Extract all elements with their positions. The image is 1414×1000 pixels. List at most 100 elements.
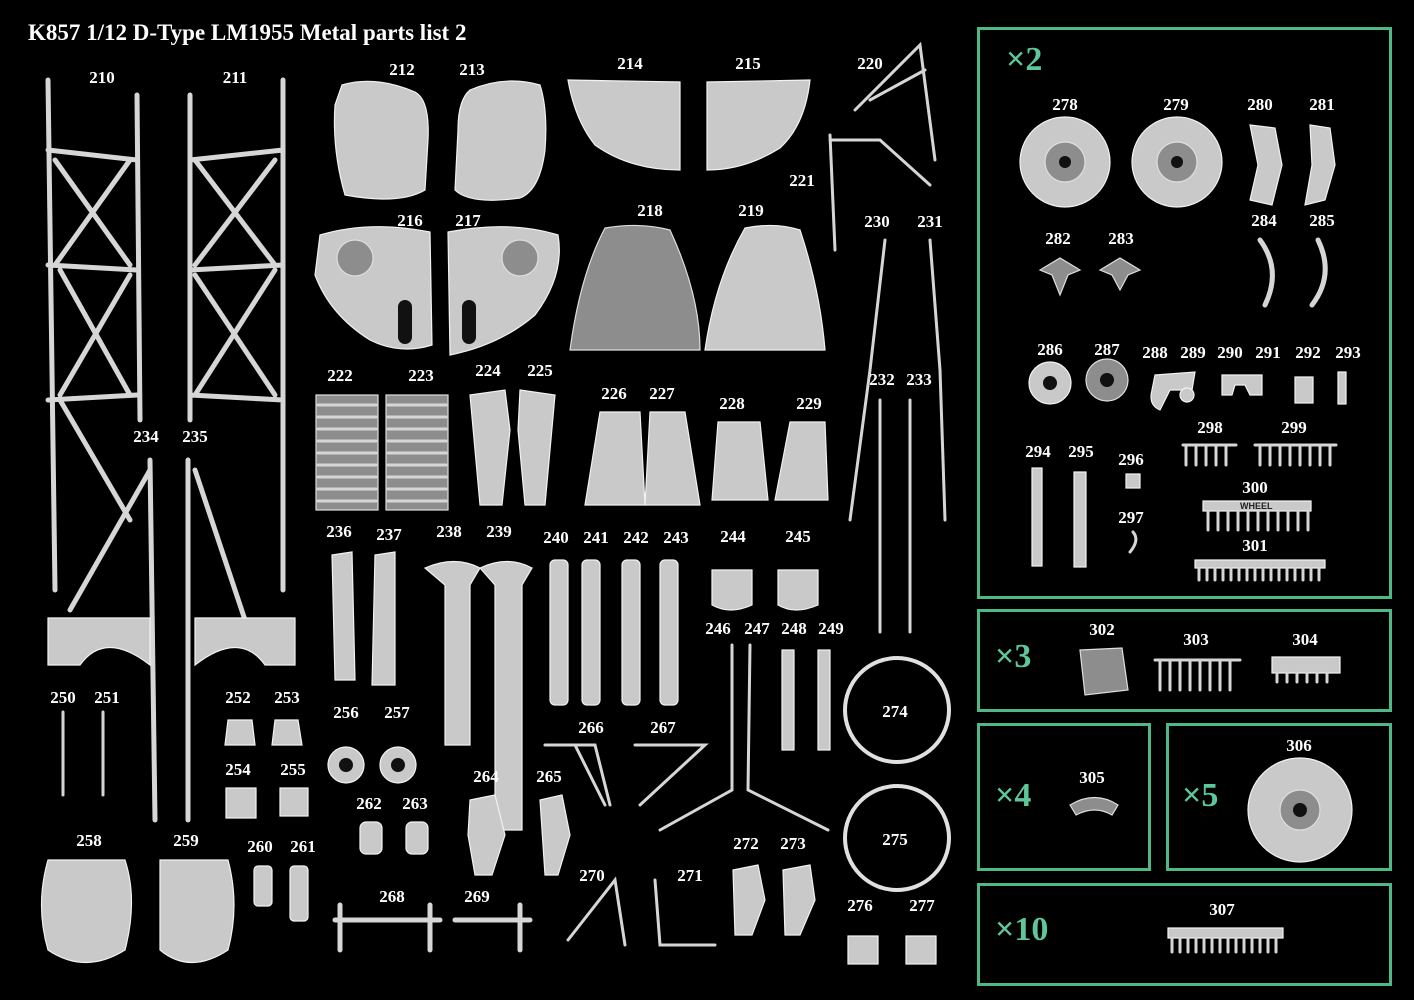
part-label-260: 260 bbox=[247, 837, 273, 856]
part-307-sprue bbox=[1167, 927, 1284, 954]
qty-box-x4 bbox=[977, 723, 1151, 871]
part-210-frame bbox=[45, 77, 143, 593]
part-267-wishbone bbox=[633, 743, 709, 807]
part-219-cowl bbox=[704, 224, 826, 351]
part-278-disc bbox=[1019, 116, 1111, 208]
part-237-part bbox=[371, 551, 396, 686]
part-label-301: 301 bbox=[1242, 536, 1268, 555]
part-305-pad bbox=[1069, 796, 1119, 816]
part-label-304: 304 bbox=[1292, 630, 1318, 649]
part-285-shoe bbox=[1309, 237, 1328, 308]
part-label-227: 227 bbox=[649, 384, 675, 403]
part-label-241: 241 bbox=[583, 528, 609, 547]
part-248-damper bbox=[781, 649, 795, 751]
part-label-255: 255 bbox=[280, 760, 306, 779]
part-300-sprue: WHEEL bbox=[1202, 500, 1312, 532]
part-289-pivot bbox=[1179, 387, 1195, 403]
part-label-268: 268 bbox=[379, 887, 405, 906]
sheet-title: K857 1/12 D-Type LM1955 Metal parts list… bbox=[28, 20, 467, 45]
part-260-tube bbox=[253, 865, 273, 907]
part-268-axle bbox=[332, 902, 443, 953]
part-label-291: 291 bbox=[1255, 343, 1281, 362]
part-label-285: 285 bbox=[1309, 211, 1335, 230]
part-217-boss bbox=[501, 239, 539, 277]
part-235-frame bbox=[185, 457, 248, 823]
part-label-299: 299 bbox=[1281, 418, 1307, 437]
part-label-281: 281 bbox=[1309, 95, 1335, 114]
part-298-sprue bbox=[1181, 443, 1238, 467]
part-273-knuckle bbox=[782, 864, 816, 936]
part-label-211: 211 bbox=[222, 68, 248, 87]
part-252-bracket bbox=[224, 719, 256, 746]
part-258-panel bbox=[40, 859, 133, 964]
part-label-258: 258 bbox=[76, 831, 102, 850]
part-label-250: 250 bbox=[50, 688, 76, 707]
part-label-271: 271 bbox=[677, 866, 703, 885]
part-label-273: 273 bbox=[780, 834, 806, 853]
part-label-266: 266 bbox=[578, 718, 604, 737]
part-label-289: 289 bbox=[1180, 343, 1206, 362]
part-label-262: 262 bbox=[356, 794, 382, 813]
part-label-261: 261 bbox=[290, 837, 316, 856]
part-216-boss bbox=[336, 239, 374, 277]
part-257-center bbox=[391, 758, 405, 772]
part-label-257: 257 bbox=[384, 703, 410, 722]
part-234-frame bbox=[67, 457, 158, 823]
part-293-pin bbox=[1337, 371, 1347, 405]
part-label-275: 275 bbox=[882, 830, 908, 849]
part-306-wheel bbox=[1247, 757, 1353, 863]
part-label-245: 245 bbox=[785, 527, 811, 546]
part-label-243: 243 bbox=[663, 528, 689, 547]
part-label-249: 249 bbox=[818, 619, 844, 638]
part-234-base bbox=[47, 617, 151, 667]
part-261-tube bbox=[289, 865, 309, 922]
qty-box-x5 bbox=[1166, 723, 1392, 871]
part-label-280: 280 bbox=[1247, 95, 1273, 114]
part-label-220: 220 bbox=[857, 54, 883, 73]
part-label-270: 270 bbox=[579, 866, 605, 885]
part-282-spinner bbox=[1038, 257, 1082, 297]
part-label-248: 248 bbox=[781, 619, 807, 638]
part-287-plate bbox=[1085, 358, 1129, 402]
part-label-223: 223 bbox=[408, 366, 434, 385]
part-249-damper bbox=[817, 649, 831, 751]
part-label-237: 237 bbox=[376, 525, 402, 544]
part-264-knuckle bbox=[467, 794, 506, 876]
part-240-arm bbox=[549, 559, 569, 706]
part-228-shroud bbox=[711, 421, 769, 501]
part-295-damper bbox=[1073, 471, 1087, 568]
part-277-clip bbox=[905, 935, 937, 965]
part-label-297: 297 bbox=[1118, 508, 1144, 527]
part-label-282: 282 bbox=[1045, 229, 1071, 248]
qty-box-x3 bbox=[977, 609, 1392, 712]
multiplier-x2: ×2 bbox=[1006, 41, 1043, 78]
part-299-sprue bbox=[1253, 443, 1338, 467]
part-label-225: 225 bbox=[527, 361, 553, 380]
part-label-233: 233 bbox=[906, 370, 932, 389]
part-label-293: 293 bbox=[1335, 343, 1361, 362]
part-255-block bbox=[279, 787, 309, 817]
part-276-clip bbox=[847, 935, 879, 965]
part-213-panel bbox=[454, 80, 547, 201]
part-242-arm bbox=[621, 559, 641, 706]
part-263-bush bbox=[405, 821, 429, 855]
part-297-clip bbox=[1128, 530, 1138, 554]
part-241-arm bbox=[581, 559, 601, 706]
part-label-295: 295 bbox=[1068, 442, 1094, 461]
part-label-222: 222 bbox=[327, 366, 353, 385]
multiplier-x10: ×10 bbox=[995, 911, 1049, 948]
part-231-rod bbox=[928, 238, 947, 522]
part-label-274: 274 bbox=[882, 702, 908, 721]
part-label-294: 294 bbox=[1025, 442, 1051, 461]
part-label-221: 221 bbox=[789, 171, 815, 190]
part-label-224: 224 bbox=[475, 361, 501, 380]
part-275-ring bbox=[843, 784, 951, 892]
part-label-272: 272 bbox=[733, 834, 759, 853]
part-245-bracket bbox=[777, 569, 819, 611]
part-label-302: 302 bbox=[1089, 620, 1115, 639]
part-label-230: 230 bbox=[864, 212, 890, 231]
part-256-center bbox=[339, 758, 353, 772]
multiplier-x3: ×3 bbox=[995, 638, 1032, 675]
part-label-246: 246 bbox=[705, 619, 731, 638]
